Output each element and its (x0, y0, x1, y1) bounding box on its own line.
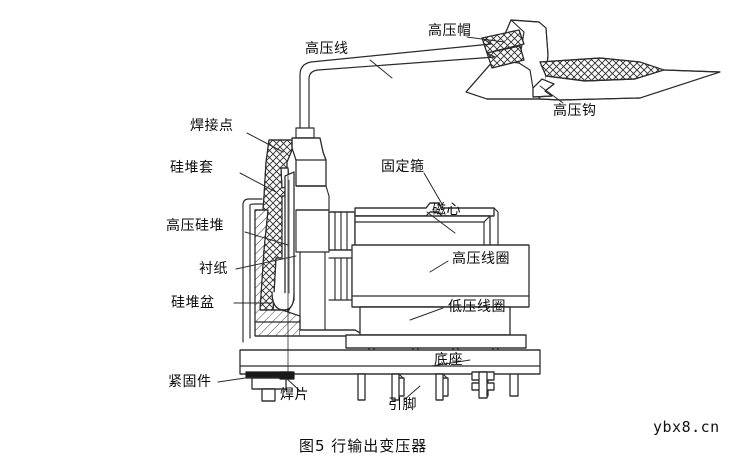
label-pin: 引脚 (388, 397, 417, 413)
label-hv-cap: 高压帽 (428, 23, 472, 39)
fastener-assembly (245, 371, 295, 402)
label-silicon-basin: 硅堆盆 (171, 295, 215, 311)
leader-lines (217, 36, 564, 401)
pins (357, 371, 495, 401)
label-solder-lug: 焊片 (280, 387, 309, 403)
label-magnetic-core: 磁心 (432, 202, 461, 218)
figure-caption: 图5 行输出变压器 (299, 437, 428, 455)
label-hv-coil: 高压线圈 (452, 251, 510, 267)
label-silicon-sleeve: 硅堆套 (170, 160, 214, 176)
site-watermark: ybx8.cn (653, 418, 720, 436)
base-plate (239, 349, 541, 375)
hv-silicon-stack (284, 171, 295, 313)
solder-neck (291, 127, 330, 331)
label-fixing-hoop: 固定箍 (381, 159, 425, 175)
label-hv-hook: 高压钩 (553, 103, 597, 119)
lv-coil (345, 306, 527, 349)
hv-wire (299, 37, 496, 129)
label-hv-wire: 高压线 (305, 41, 349, 57)
label-fastener: 紧固件 (168, 374, 212, 390)
label-solder-point: 焊接点 (190, 118, 234, 134)
label-base: 底座 (434, 352, 463, 368)
hv-cap-assembly (465, 19, 721, 101)
label-hv-silicon-stack: 高压硅堆 (166, 218, 224, 234)
lining-paper (242, 198, 264, 343)
winding-ribs (328, 211, 356, 301)
label-lining-paper: 衬纸 (199, 261, 228, 277)
label-lv-coil: 低压线圈 (448, 299, 506, 315)
